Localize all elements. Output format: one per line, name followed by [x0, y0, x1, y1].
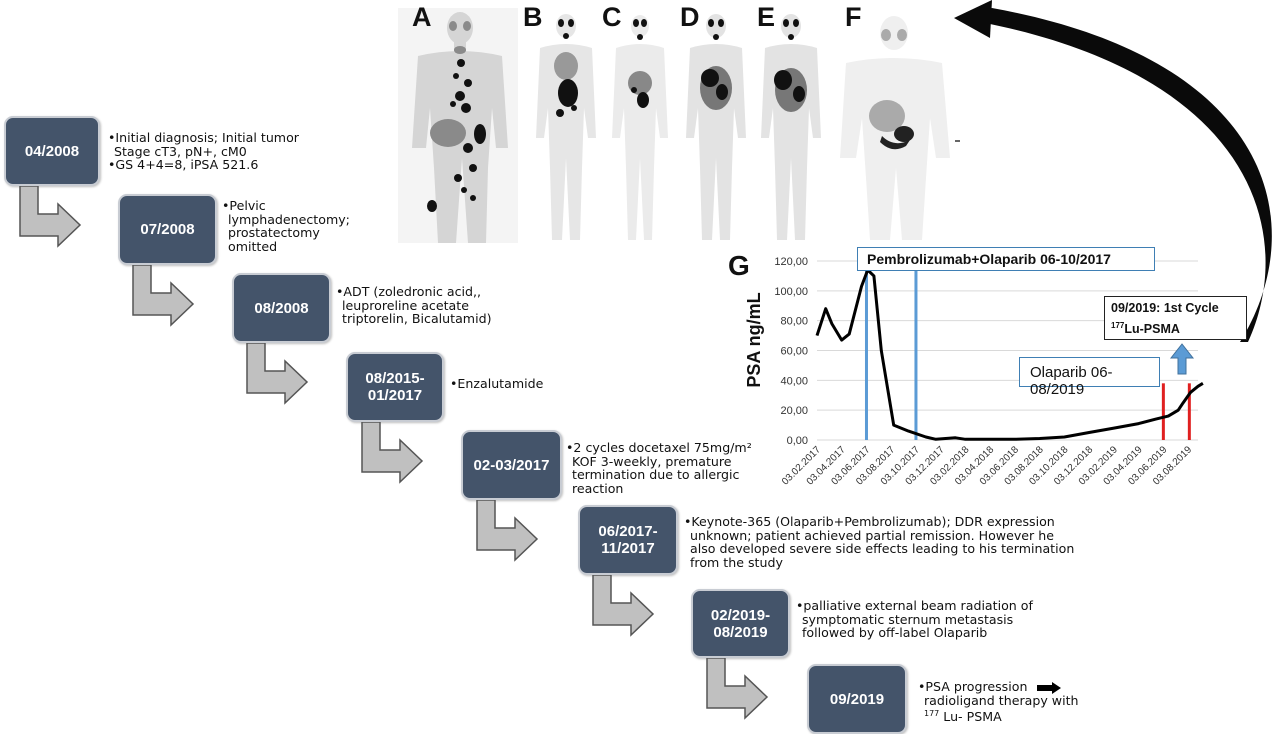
pet-scan-a — [398, 8, 518, 243]
lu-psma-cycle-label: 09/2019: 1st Cycle 177Lu-PSMA — [1104, 296, 1247, 340]
desc-line: radioligand therapy with — [924, 692, 1079, 708]
desc-line: lymphadenectomy; — [228, 211, 350, 227]
panel-label-a: A — [412, 2, 432, 32]
desc-line: termination due to allergic — [572, 467, 740, 482]
desc-line: •GS 4+4=8, iPSA 521.6 — [108, 157, 259, 172]
desc-text: •PSA progression — [918, 679, 1028, 694]
panel-label-b: B — [523, 2, 543, 32]
desc-line: •Initial diagnosis; Initial tumor — [108, 130, 299, 145]
timeline-date-box-2: 07/2008 — [118, 194, 217, 265]
timeline-date-box-3: 08/2008 — [232, 273, 331, 343]
desc-line: •Enzalutamide — [450, 376, 544, 391]
y-tick-label: 80,00 — [780, 316, 808, 328]
desc-line: triptorelin, Bicalutamid) — [342, 311, 492, 326]
timeline-date-box-1: 04/2008 — [4, 116, 100, 186]
desc-line: from the study — [690, 554, 783, 570]
panel-label-g: G — [728, 250, 750, 281]
desc-line: KOF 3-weekly, premature — [572, 453, 732, 469]
desc-line: •2 cycles docetaxel 75mg/m² — [566, 440, 752, 455]
scan-f-marker — [955, 140, 960, 142]
elbow-arrow-icon — [246, 343, 309, 405]
psa-series-line — [815, 268, 1204, 441]
pembrolizumab-olaparib-label: Pembrolizumab+Olaparib 06-10/2017 — [857, 247, 1155, 271]
psa-line-chart: G PSA ng/mL 0,00 20,00 40,00 60,00 80,00 100,… — [728, 250, 1204, 488]
callout-text: Pembrolizumab+Olaparib 06-10/2017 — [867, 251, 1111, 267]
y-tick-label: 60,00 — [780, 346, 808, 358]
timeline-date-box-5: 02-03/2017 — [461, 430, 562, 500]
timeline-desc-2: •Pelvic lymphadenectomy; prostatectomy o… — [222, 199, 350, 253]
callout-text: Olaparib 06-08/2019 — [1030, 364, 1113, 398]
olaparib-label: Olaparib 06-08/2019 — [1019, 357, 1160, 398]
desc-line: •ADT (zoledronic acid,, — [336, 284, 482, 299]
panel-label-d: D — [680, 2, 700, 32]
timeline-date-box-7: 02/2019- 08/2019 — [691, 589, 790, 658]
timeline-date-box-8: 09/2019 — [807, 664, 907, 734]
elbow-arrow-icon — [592, 575, 655, 637]
desc-line: also developed severe side effects leadi… — [690, 541, 1075, 556]
timeline-desc-8: •PSA progression radioligand therapy wit… — [918, 680, 1079, 724]
panel-label-e: E — [757, 2, 776, 32]
y-tick-label: 0,00 — [787, 435, 808, 447]
timeline-desc-6: •Keynote-365 (Olaparib+Pembrolizumab); D… — [684, 515, 1074, 569]
pet-scan-c — [612, 15, 668, 240]
y-axis-label: PSA ng/mL — [744, 292, 764, 387]
isotope-superscript: 177 — [1111, 321, 1125, 330]
desc-line: unknown; patient achieved partial remiss… — [690, 527, 1054, 543]
desc-line: leuproreline acetate — [342, 297, 469, 313]
up-arrow-icon — [1169, 343, 1195, 375]
elbow-arrow-icon — [476, 500, 539, 562]
isotope-superscript: 177 — [924, 709, 940, 718]
panel-label-c: C — [602, 2, 622, 32]
pet-scan-d — [686, 14, 746, 240]
pet-scan-b — [536, 14, 596, 240]
desc-line: •Pelvic — [222, 198, 266, 213]
desc-text: Lu- PSMA — [939, 709, 1002, 725]
timeline-date-box-4: 08/2015- 01/2017 — [346, 352, 444, 422]
chart-vlines — [864, 255, 1191, 440]
timeline-desc-7: •palliative external beam radiation of s… — [796, 599, 1033, 640]
y-tick-label: 40,00 — [780, 375, 808, 387]
y-tick-label: 120,00 — [774, 256, 808, 268]
callout-line: 177Lu-PSMA — [1111, 317, 1246, 338]
callout-text: Lu-PSMA — [1124, 322, 1180, 337]
pet-scan-f — [840, 16, 950, 240]
desc-line: prostatectomy — [228, 225, 320, 240]
timeline-desc-1: •Initial diagnosis; Initial tumor Stage … — [108, 131, 299, 172]
y-tick-label: 20,00 — [780, 405, 808, 417]
panel-label-f: F — [845, 2, 862, 32]
callout-line: 09/2019: 1st Cycle — [1111, 301, 1219, 315]
elbow-arrow-icon — [19, 186, 82, 248]
pet-scan-e — [761, 14, 821, 240]
elbow-arrow-icon — [132, 265, 195, 327]
right-arrow-icon — [1037, 681, 1062, 694]
desc-line: followed by off-label Olaparib — [802, 625, 988, 640]
chart-yticks: 0,00 20,00 40,00 60,00 80,00 100,00 120,00 — [774, 256, 808, 447]
y-tick-label: 100,00 — [774, 286, 808, 298]
desc-line: omitted — [228, 238, 278, 254]
elbow-arrow-icon — [706, 658, 769, 720]
desc-line: Stage cT3, pN+, cM0 — [114, 143, 247, 159]
desc-line: •PSA progression — [918, 680, 1079, 694]
chart-xticks: 03.02.201703.04.201703.06.201703.08.2017… — [780, 444, 1195, 487]
desc-line: 177 Lu- PSMA — [918, 707, 1079, 724]
desc-line: reaction — [572, 480, 624, 496]
elbow-arrow-icon — [361, 422, 424, 484]
timeline-desc-3: •ADT (zoledronic acid,, leuproreline ace… — [336, 285, 491, 326]
desc-line: •palliative external beam radiation of — [796, 598, 1033, 613]
timeline-desc-5: •2 cycles docetaxel 75mg/m² KOF 3-weekly… — [566, 441, 752, 495]
curved-arrow-icon — [954, 0, 1272, 342]
timeline-desc-4: •Enzalutamide — [450, 377, 543, 391]
desc-line: symptomatic sternum metastasis — [802, 611, 1014, 627]
timeline-date-box-6: 06/2017- 11/2017 — [578, 505, 678, 575]
desc-line: •Keynote-365 (Olaparib+Pembrolizumab); D… — [684, 514, 1055, 529]
